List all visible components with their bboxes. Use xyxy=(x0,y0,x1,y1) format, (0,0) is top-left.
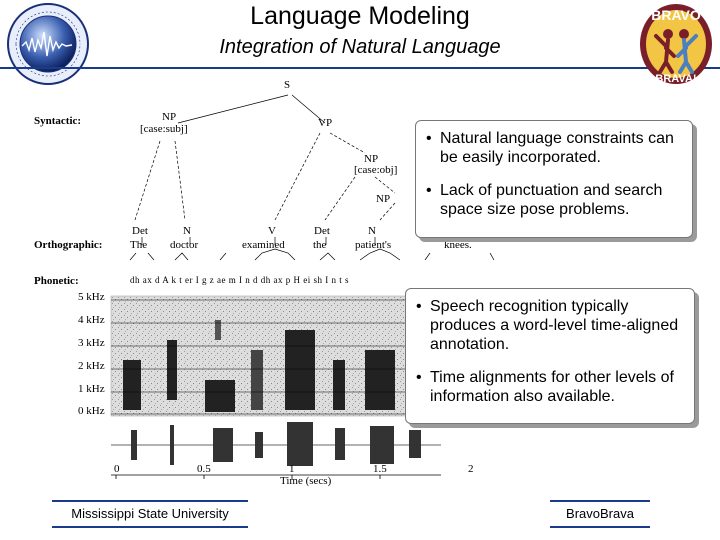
time-tick-0: 0 xyxy=(114,463,120,475)
institute-seal-logo xyxy=(7,3,89,85)
time-tick-05: 0.5 xyxy=(197,463,211,475)
freq-label-3: 3 kHz xyxy=(78,337,105,349)
logo-text-bottom: BRAVA! xyxy=(655,73,696,85)
time-tick-2: 2 xyxy=(468,463,474,475)
freq-label-5: 5 kHz xyxy=(78,291,105,303)
tree-node-np-poss: NP xyxy=(376,193,391,205)
freq-label-1: 1 kHz xyxy=(78,383,105,395)
time-tick-1: 1 xyxy=(289,463,295,475)
tree-node-v: V xyxy=(268,225,276,237)
time-axis-label: Time (secs) xyxy=(280,475,332,487)
word-6: knees. xyxy=(444,239,472,251)
freq-label-0: 0 kHz xyxy=(78,405,105,417)
footer-right: BravoBrava xyxy=(550,500,650,528)
parse-tree-lines xyxy=(129,94,495,261)
slide-title: Language Modeling xyxy=(250,2,470,30)
word-4: the xyxy=(313,239,327,251)
tree-node-det-2: Det xyxy=(314,225,330,237)
tree-node-det-1: Det xyxy=(132,225,148,237)
tree-node-np-obj-case: [case:obj] xyxy=(354,164,398,176)
bravo-brava-logo: BRAVO BRAVA! xyxy=(640,4,712,85)
tree-node-s: S xyxy=(284,79,291,91)
phonetic-label: Phonetic: xyxy=(34,275,79,287)
orthographic-label: Orthographic: xyxy=(34,239,103,251)
tree-node-np-case: [case:subj] xyxy=(140,123,188,135)
word-1: The xyxy=(130,239,148,251)
callout-top-bullet-2: Lack of punctuation and search space siz… xyxy=(426,181,684,219)
callout-top: Natural language constraints can be easi… xyxy=(415,120,693,238)
callout-bottom: Speech recognition typically produces a … xyxy=(405,288,695,424)
tree-node-n-2: N xyxy=(368,225,376,237)
tree-node-n-1: N xyxy=(183,225,191,237)
callout-bottom-bullet-1: Speech recognition typically produces a … xyxy=(416,297,686,354)
logo-text-top: BRAVO xyxy=(651,7,701,23)
word-2: doctor xyxy=(170,239,199,251)
freq-label-4: 4 kHz xyxy=(78,314,105,326)
tree-node-vp: VP xyxy=(318,117,333,129)
time-tick-15: 1.5 xyxy=(373,463,387,475)
tree-node-np: NP xyxy=(162,111,177,123)
freq-label-2: 2 kHz xyxy=(78,360,105,372)
footer-left: Mississippi State University xyxy=(52,500,248,528)
tree-node-np-obj: NP xyxy=(364,153,379,165)
word-5: patient's xyxy=(355,239,392,251)
slide-subtitle: Integration of Natural Language xyxy=(219,36,501,58)
word-3: examined xyxy=(242,239,285,251)
callout-bottom-bullet-2: Time alignments for other levels of info… xyxy=(416,368,686,406)
callout-top-bullet-1: Natural language constraints can be easi… xyxy=(426,129,684,167)
header-rule xyxy=(0,67,720,69)
syntactic-label: Syntactic: xyxy=(34,115,82,127)
phone-sequence: dh ax d A k t er I g z ae m I n d dh ax … xyxy=(130,275,349,285)
